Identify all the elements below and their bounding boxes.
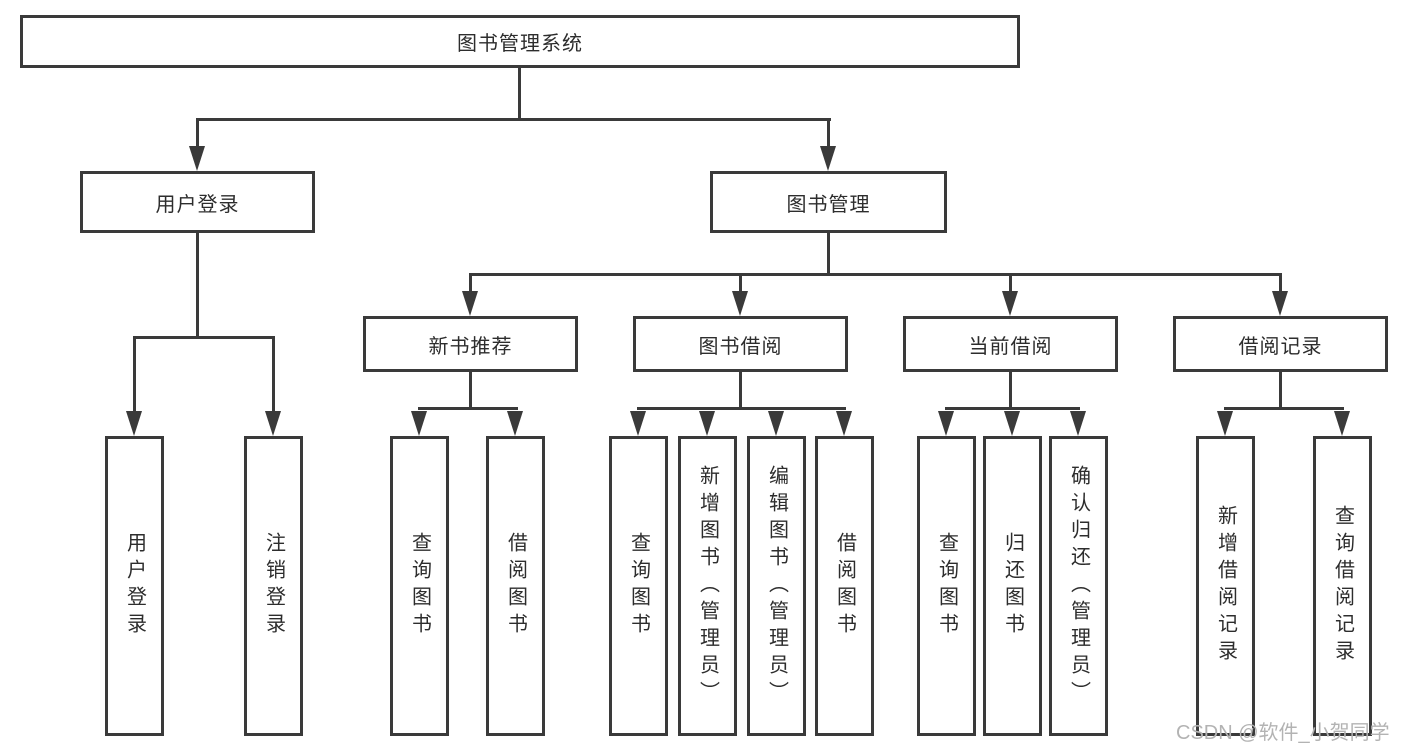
- leaf-confirm-return-admin: 确认归还（管理员）: [1049, 436, 1108, 736]
- leaf-add-borrow-record: 新增借阅记录: [1196, 436, 1255, 736]
- connector-line: [469, 372, 472, 407]
- connector-line: [518, 68, 521, 118]
- arrow-down-icon: [630, 411, 646, 436]
- leaf-borrow-books: 借阅图书: [815, 436, 874, 736]
- connector-line: [1009, 372, 1012, 407]
- node-book-management-branch: 图书管理: [710, 171, 947, 233]
- connector-line: [1279, 372, 1282, 407]
- arrow-down-icon: [411, 411, 427, 436]
- arrow-down-icon: [1272, 291, 1288, 316]
- connector-line: [133, 339, 136, 413]
- connector-line: [133, 336, 275, 339]
- node-current-borrowing: 当前借阅: [903, 316, 1118, 372]
- node-user-login-branch: 用户登录: [80, 171, 315, 233]
- leaf-query-books-recommend: 查询图书: [390, 436, 449, 736]
- connector-line: [469, 276, 472, 293]
- arrow-down-icon: [462, 291, 478, 316]
- connector-line: [196, 118, 831, 121]
- connector-line: [196, 233, 199, 336]
- arrow-down-icon: [189, 146, 205, 171]
- connector-line: [272, 339, 275, 413]
- connector-line: [945, 407, 1080, 410]
- connector-line: [469, 273, 1282, 276]
- node-library-management-system: 图书管理系统: [20, 15, 1020, 68]
- connector-line: [827, 121, 830, 148]
- arrow-down-icon: [938, 411, 954, 436]
- connector-line: [827, 233, 830, 273]
- leaf-borrow-books-recommend: 借阅图书: [486, 436, 545, 736]
- leaf-user-login: 用户登录: [105, 436, 164, 736]
- leaf-logout: 注销登录: [244, 436, 303, 736]
- leaf-query-borrow-record: 查询借阅记录: [1313, 436, 1372, 736]
- arrow-down-icon: [732, 291, 748, 316]
- arrow-down-icon: [1217, 411, 1233, 436]
- arrow-down-icon: [507, 411, 523, 436]
- connector-line: [1224, 407, 1344, 410]
- csdn-watermark: CSDN @软件_小贺同学: [1176, 722, 1390, 744]
- arrow-down-icon: [699, 411, 715, 436]
- arrow-down-icon: [1002, 291, 1018, 316]
- leaf-query-books-current: 查询图书: [917, 436, 976, 736]
- connector-line: [418, 407, 518, 410]
- node-borrow-records: 借阅记录: [1173, 316, 1388, 372]
- node-book-borrowing: 图书借阅: [633, 316, 848, 372]
- leaf-query-books-borrowing: 查询图书: [609, 436, 668, 736]
- arrow-down-icon: [1334, 411, 1350, 436]
- connector-line: [637, 407, 846, 410]
- leaf-edit-book-admin: 编辑图书（管理员）: [747, 436, 806, 736]
- arrow-down-icon: [1004, 411, 1020, 436]
- connector-line: [196, 121, 199, 148]
- connector-line: [739, 276, 742, 293]
- arrow-down-icon: [820, 146, 836, 171]
- arrow-down-icon: [265, 411, 281, 436]
- arrow-down-icon: [768, 411, 784, 436]
- connector-line: [1009, 276, 1012, 293]
- arrow-down-icon: [126, 411, 142, 436]
- leaf-add-book-admin: 新增图书（管理员）: [678, 436, 737, 736]
- leaf-return-books: 归还图书: [983, 436, 1042, 736]
- node-new-book-recommend: 新书推荐: [363, 316, 578, 372]
- arrow-down-icon: [1070, 411, 1086, 436]
- connector-line: [739, 372, 742, 407]
- connector-line: [1279, 276, 1282, 293]
- arrow-down-icon: [836, 411, 852, 436]
